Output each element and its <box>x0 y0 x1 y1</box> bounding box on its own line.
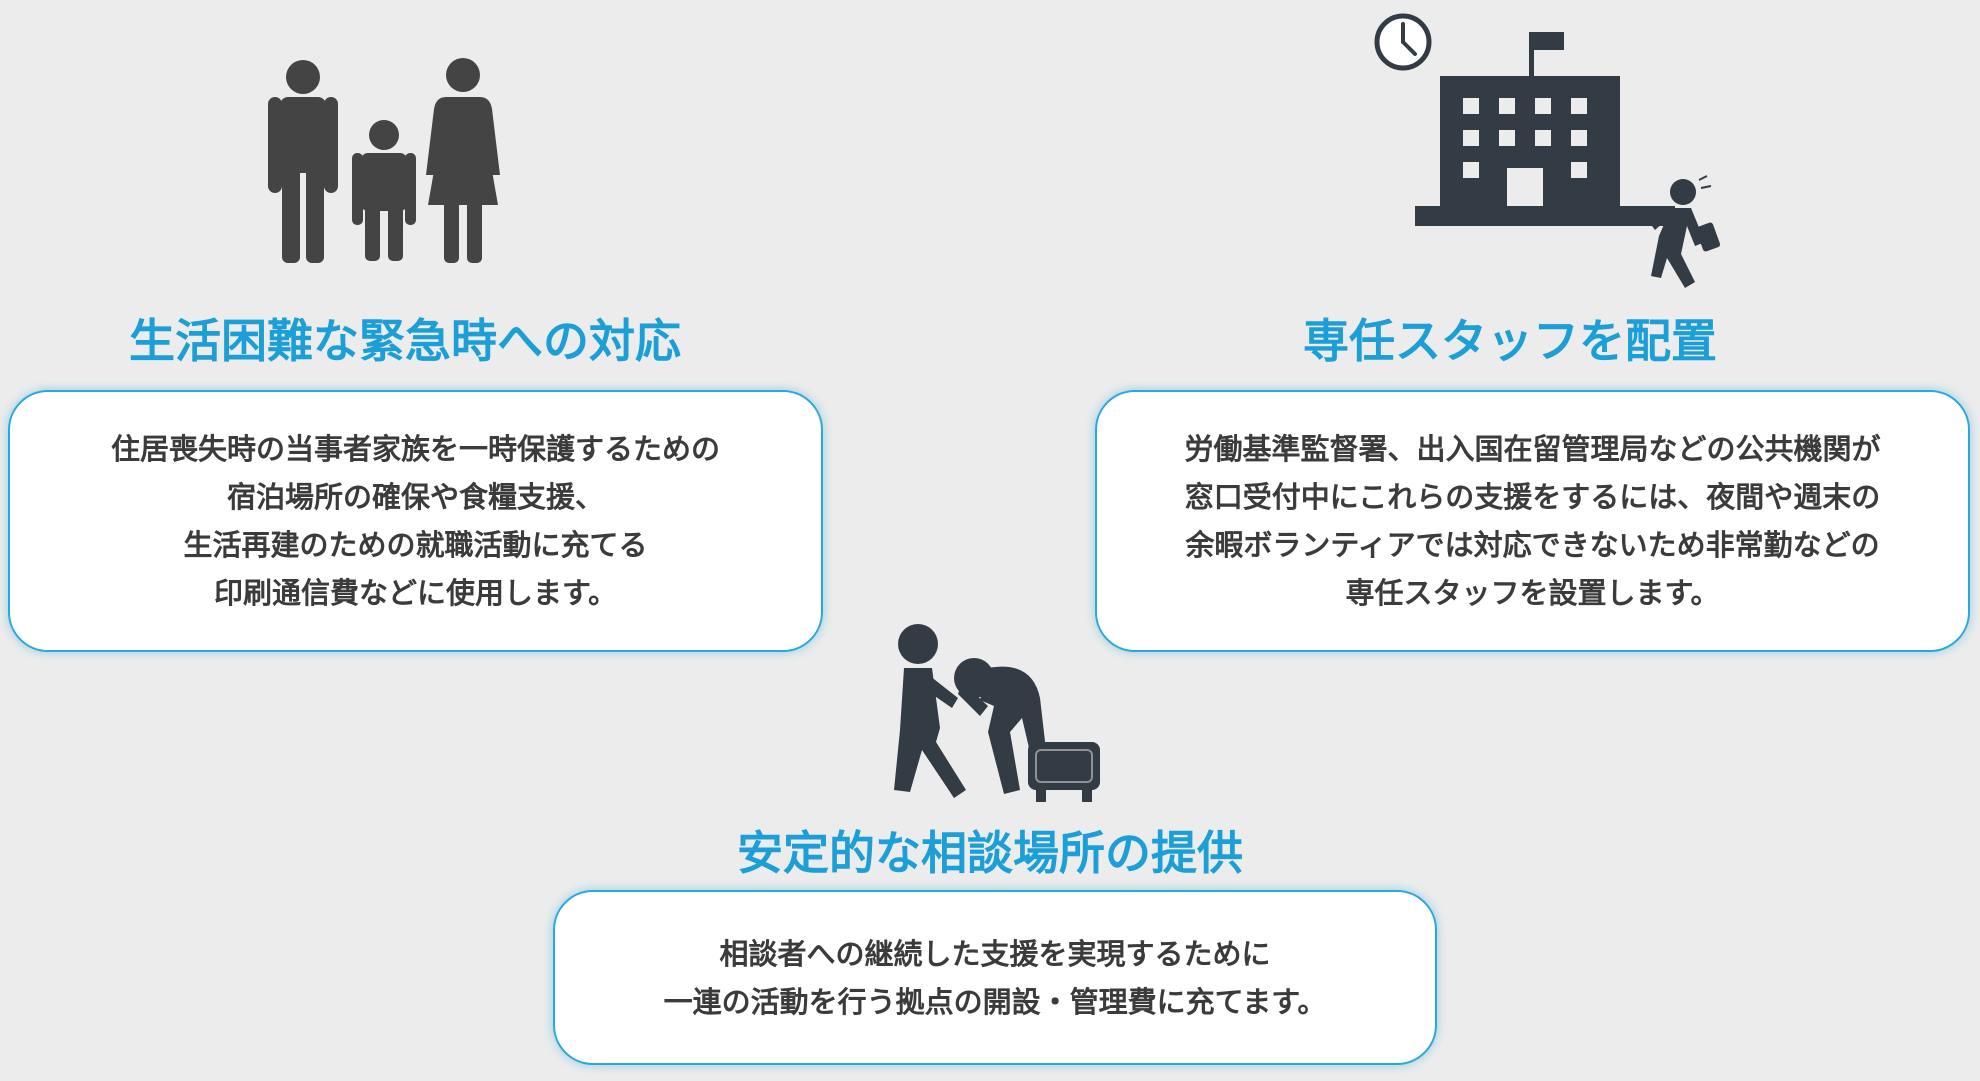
consultation-icon <box>894 624 1100 802</box>
text-line: 住居喪失時の当事者家族を一時保護するための <box>110 432 720 466</box>
card-text-staff: 労働基準監督署、出入国在留管理局などの公共機関が 窓口受付中にこれらの支援をする… <box>1184 425 1880 617</box>
family-icon <box>268 58 500 263</box>
section-title-staff: 専任スタッフを配置 <box>1303 314 1717 368</box>
section-title-consultation: 安定的な相談場所の提供 <box>737 826 1243 880</box>
card-text-emergency: 住居喪失時の当事者家族を一時保護するための 宿泊場所の確保や食糧支援、 生活再建… <box>111 425 720 617</box>
card-consultation: 相談者への継続した支援を実現するために 一連の活動を行う拠点の開設・管理費に充て… <box>553 890 1437 1065</box>
card-text-consultation: 相談者への継続した支援を実現するために 一連の活動を行う拠点の開設・管理費に充て… <box>664 930 1327 1026</box>
text-line: 一連の活動を行う拠点の開設・管理費に充てます。 <box>663 984 1327 1019</box>
clock-icon <box>1374 13 1432 71</box>
card-emergency: 住居喪失時の当事者家族を一時保護するための 宿泊場所の確保や食糧支援、 生活再建… <box>8 390 823 652</box>
text-line: 窓口受付中にこれらの支援をするには、夜間や週末の <box>1184 480 1881 514</box>
text-line: 印刷通信費などに使用します。 <box>213 576 618 610</box>
text-line: 専任スタッフを設置します。 <box>1345 576 1720 610</box>
office-building-icon <box>1374 13 1721 288</box>
text-line: 相談者への継続した支援を実現するために <box>719 936 1271 971</box>
text-line: 生活再建のための就職活動に充てる <box>183 528 648 562</box>
text-line: 労働基準監督署、出入国在留管理局などの公共機関が <box>1184 432 1881 466</box>
card-staff: 労働基準監督署、出入国在留管理局などの公共機関が 窓口受付中にこれらの支援をする… <box>1095 390 1970 652</box>
text-line: 余暇ボランティアでは対応できないため非常勤などの <box>1185 528 1880 562</box>
section-title-emergency: 生活困難な緊急時への対応 <box>129 314 681 368</box>
text-line: 宿泊場所の確保や食糧支援、 <box>226 480 604 514</box>
